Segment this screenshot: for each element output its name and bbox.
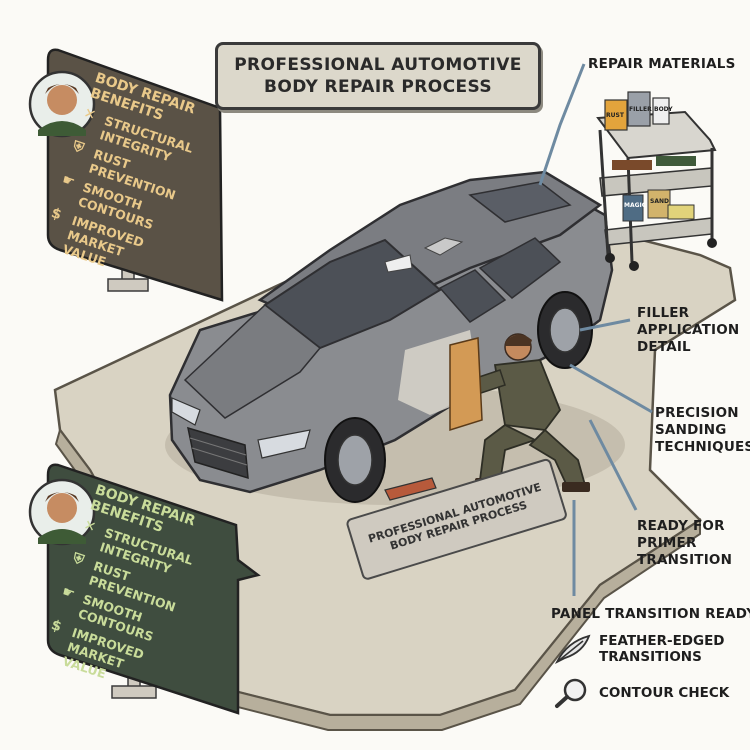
cart-label-rust: RUST: [606, 112, 624, 119]
title-line-1: PROFESSIONAL AUTOMOTIVE: [234, 55, 522, 75]
cart-label-body: BODY: [654, 106, 673, 113]
legend-feather-line-2: TRANSITIONS: [599, 649, 702, 665]
main-title-box: PROFESSIONAL AUTOMOTIVE BODY REPAIR PROC…: [215, 42, 541, 110]
callout-repair-materials: REPAIR MATERIALS: [588, 56, 736, 72]
rear-wheel: [537, 291, 593, 369]
materials-cart: [596, 91, 717, 271]
title-line-2: BODY REPAIR PROCESS: [263, 77, 493, 97]
callout-panel-transition: PANEL TRANSITION READY: [551, 606, 750, 622]
feather-icon: [554, 634, 591, 665]
magnifier-icon: [555, 678, 587, 708]
cart-label-sand: SAND: [650, 198, 669, 205]
callout-ready-for-primer: READY FOR PRIMER TRANSITION: [637, 518, 733, 568]
bottom-sign-post: [28, 463, 261, 715]
legend-feather-line-1: FEATHER-EDGED: [599, 633, 725, 649]
legend-contour-label: CONTOUR CHECK: [599, 685, 730, 701]
cart-label-filler: FILLER: [629, 106, 652, 113]
top-sign-post: [28, 48, 224, 302]
callout-precision-sanding: PRECISION SANDING TECHNIQUES: [655, 405, 750, 455]
legend-contour-check: CONTOUR CHECK: [553, 676, 729, 710]
legend-feather-edged: FEATHER-EDGED TRANSITIONS: [553, 632, 725, 666]
cart-label-magic: MAGIC: [624, 202, 647, 209]
front-wheel: [324, 417, 386, 503]
leader-lines: [538, 63, 653, 596]
callout-filler-application: FILLER APPLICATION DETAIL: [637, 305, 740, 355]
